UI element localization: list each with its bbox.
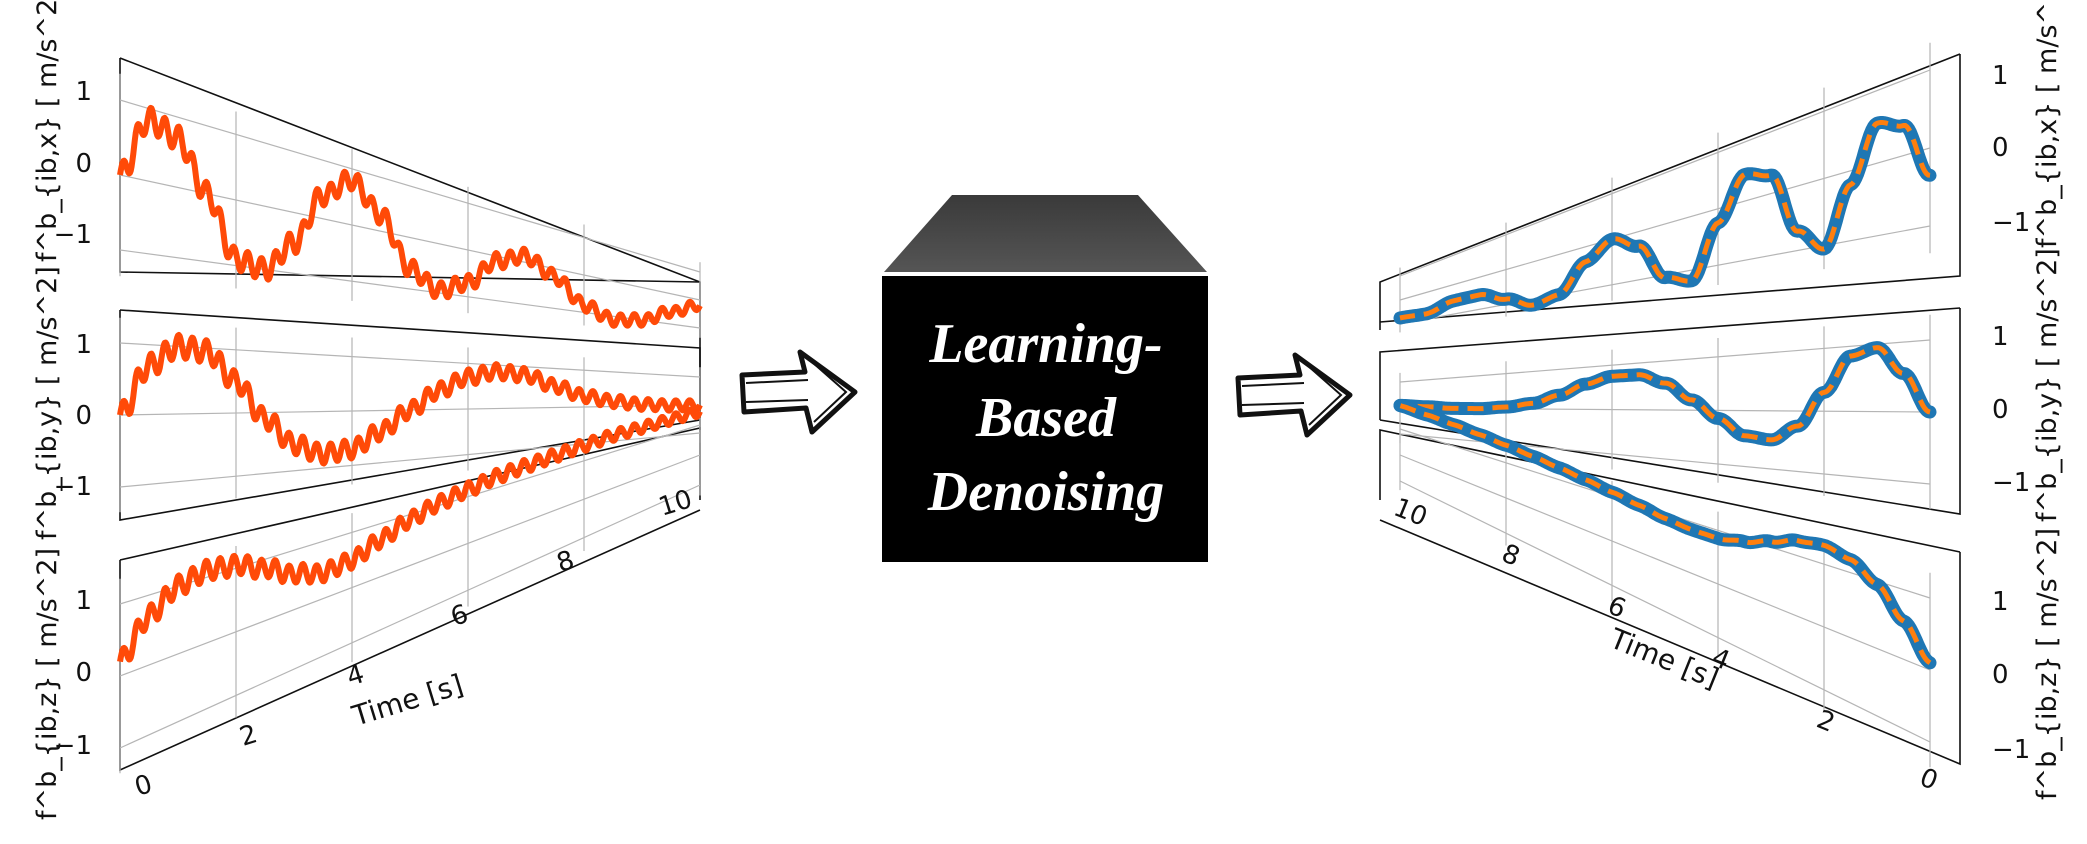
output-axis-label-y: f^b_{ib,y} [ m/s^2]	[2032, 248, 2063, 522]
output-time-tick-0: 0	[1915, 763, 1942, 797]
output-z-hgrid	[1399, 454, 1931, 671]
input-y-ytick-1: 1	[75, 330, 92, 360]
arrow-out	[1235, 352, 1353, 438]
output-curves	[1393, 116, 1937, 670]
input-z-hgrid	[119, 454, 701, 677]
output-y-ytick-m1: −1	[1992, 468, 2030, 498]
input-x-hgrid	[119, 174, 701, 301]
input-panel-x-frame	[119, 57, 701, 430]
output-axis-labels: f^b_{ib,x} [ m/s^2] f^b_{ib,y} [ m/s^2] …	[2032, 0, 2063, 800]
output-y-hgrid	[1399, 433, 1931, 485]
output-panels: 1 0 −1 1 0 −1 1 0 −1 10 8 6 4 2 0 Time […	[1379, 0, 2063, 800]
input-time-tick-0: 0	[131, 769, 156, 803]
input-time-tick-4: 4	[343, 659, 368, 693]
output-panel-y-frame	[1379, 307, 1961, 515]
output-y-reference-dashed-series	[1400, 345, 1931, 443]
input-y-ytick-m1: −1	[54, 472, 92, 502]
input-x-ytick-m1: −1	[54, 220, 92, 250]
input-panels: 1 0 −1 1 0 −1 1 0 −1 0 2 4 6 8 10 Time […	[32, 0, 703, 820]
output-z-ytick-1: 1	[1992, 587, 2009, 617]
input-curves	[117, 104, 703, 663]
output-time-tick-8: 8	[1497, 539, 1524, 573]
input-time-label: Time [s]	[347, 668, 466, 733]
output-y-ytick-1: 1	[1992, 322, 2009, 352]
input-x-hgrid	[119, 99, 701, 273]
output-z-ytick-0: 0	[1992, 660, 2009, 690]
output-panel-x-frame	[1379, 53, 1961, 330]
arrow-in	[739, 349, 858, 435]
box-label-line-3: Denoising	[927, 461, 1165, 523]
input-axis-labels: f^b_{ib,x} [ m/s^2] f^b_{ib,y} [ m/s^2] …	[32, 0, 63, 820]
output-x-ytick-m1: −1	[1992, 208, 2030, 238]
box-label-line-2: Based	[975, 387, 1117, 449]
denoising-box: Learning- Based Denoising	[882, 195, 1208, 562]
output-z-hgrid	[1399, 480, 1931, 743]
output-panel-z-frame	[1379, 429, 1961, 766]
output-time-ticks: 10 8 6 4 2 0 Time [s]	[1389, 493, 1942, 797]
input-axis-label-z: f^b_{ib,z} [ m/s^2]	[32, 548, 63, 820]
input-axis-label-y: f^b_{ib,y} [ m/s^2]	[32, 266, 63, 540]
input-y-ytick-0: 0	[75, 401, 92, 431]
input-z-ytick-0: 0	[75, 658, 92, 688]
input-axis-label-x: f^b_{ib,x} [ m/s^2]	[32, 0, 63, 262]
output-time-tick-2: 2	[1812, 705, 1839, 739]
output-axis-label-z: f^b_{ib,z} [ m/s^2]	[2032, 528, 2063, 800]
output-z-ytick-m1: −1	[1992, 735, 2030, 765]
input-y-hgrid	[119, 342, 701, 378]
input-z-ytick-1: 1	[75, 586, 92, 616]
input-time-ticks: 0 2 4 6 8 10 Time [s]	[131, 484, 695, 802]
box-body	[882, 276, 1208, 562]
output-x-hgrid	[1399, 147, 1931, 301]
input-y-noisy-series	[117, 332, 703, 467]
output-z-reference-dashed-series	[1399, 403, 1932, 665]
output-time-tick-6: 6	[1603, 591, 1630, 625]
input-z-ytick-m1: −1	[54, 731, 92, 761]
input-y-ticks: 1 0 −1 1 0 −1 1 0 −1	[54, 77, 92, 761]
output-y-ticks: 1 0 −1 1 0 −1 1 0 −1	[1992, 61, 2030, 765]
box-lid	[884, 195, 1207, 272]
output-x-clean-series	[1393, 116, 1937, 325]
output-x-ytick-0: 0	[1992, 133, 2009, 163]
output-axis-label-x: f^b_{ib,x} [ m/s^2]	[2032, 0, 2063, 248]
output-z-clean-series	[1393, 399, 1937, 670]
box-label-line-1: Learning-	[928, 313, 1162, 375]
output-x-ytick-1: 1	[1992, 61, 2009, 91]
input-z-noisy-series	[117, 406, 703, 663]
input-x-noisy-series	[117, 104, 703, 329]
input-gridlines	[119, 73, 701, 774]
input-z-hgrid	[119, 484, 701, 749]
output-time-label: Time [s]	[1604, 622, 1723, 696]
input-time-tick-2: 2	[236, 719, 261, 753]
input-x-ytick-0: 0	[75, 149, 92, 179]
output-x-hgrid	[1399, 69, 1931, 277]
input-x-ytick-1: 1	[75, 77, 92, 107]
output-y-ytick-0: 0	[1992, 395, 2009, 425]
output-y-hgrid	[1399, 339, 1931, 383]
